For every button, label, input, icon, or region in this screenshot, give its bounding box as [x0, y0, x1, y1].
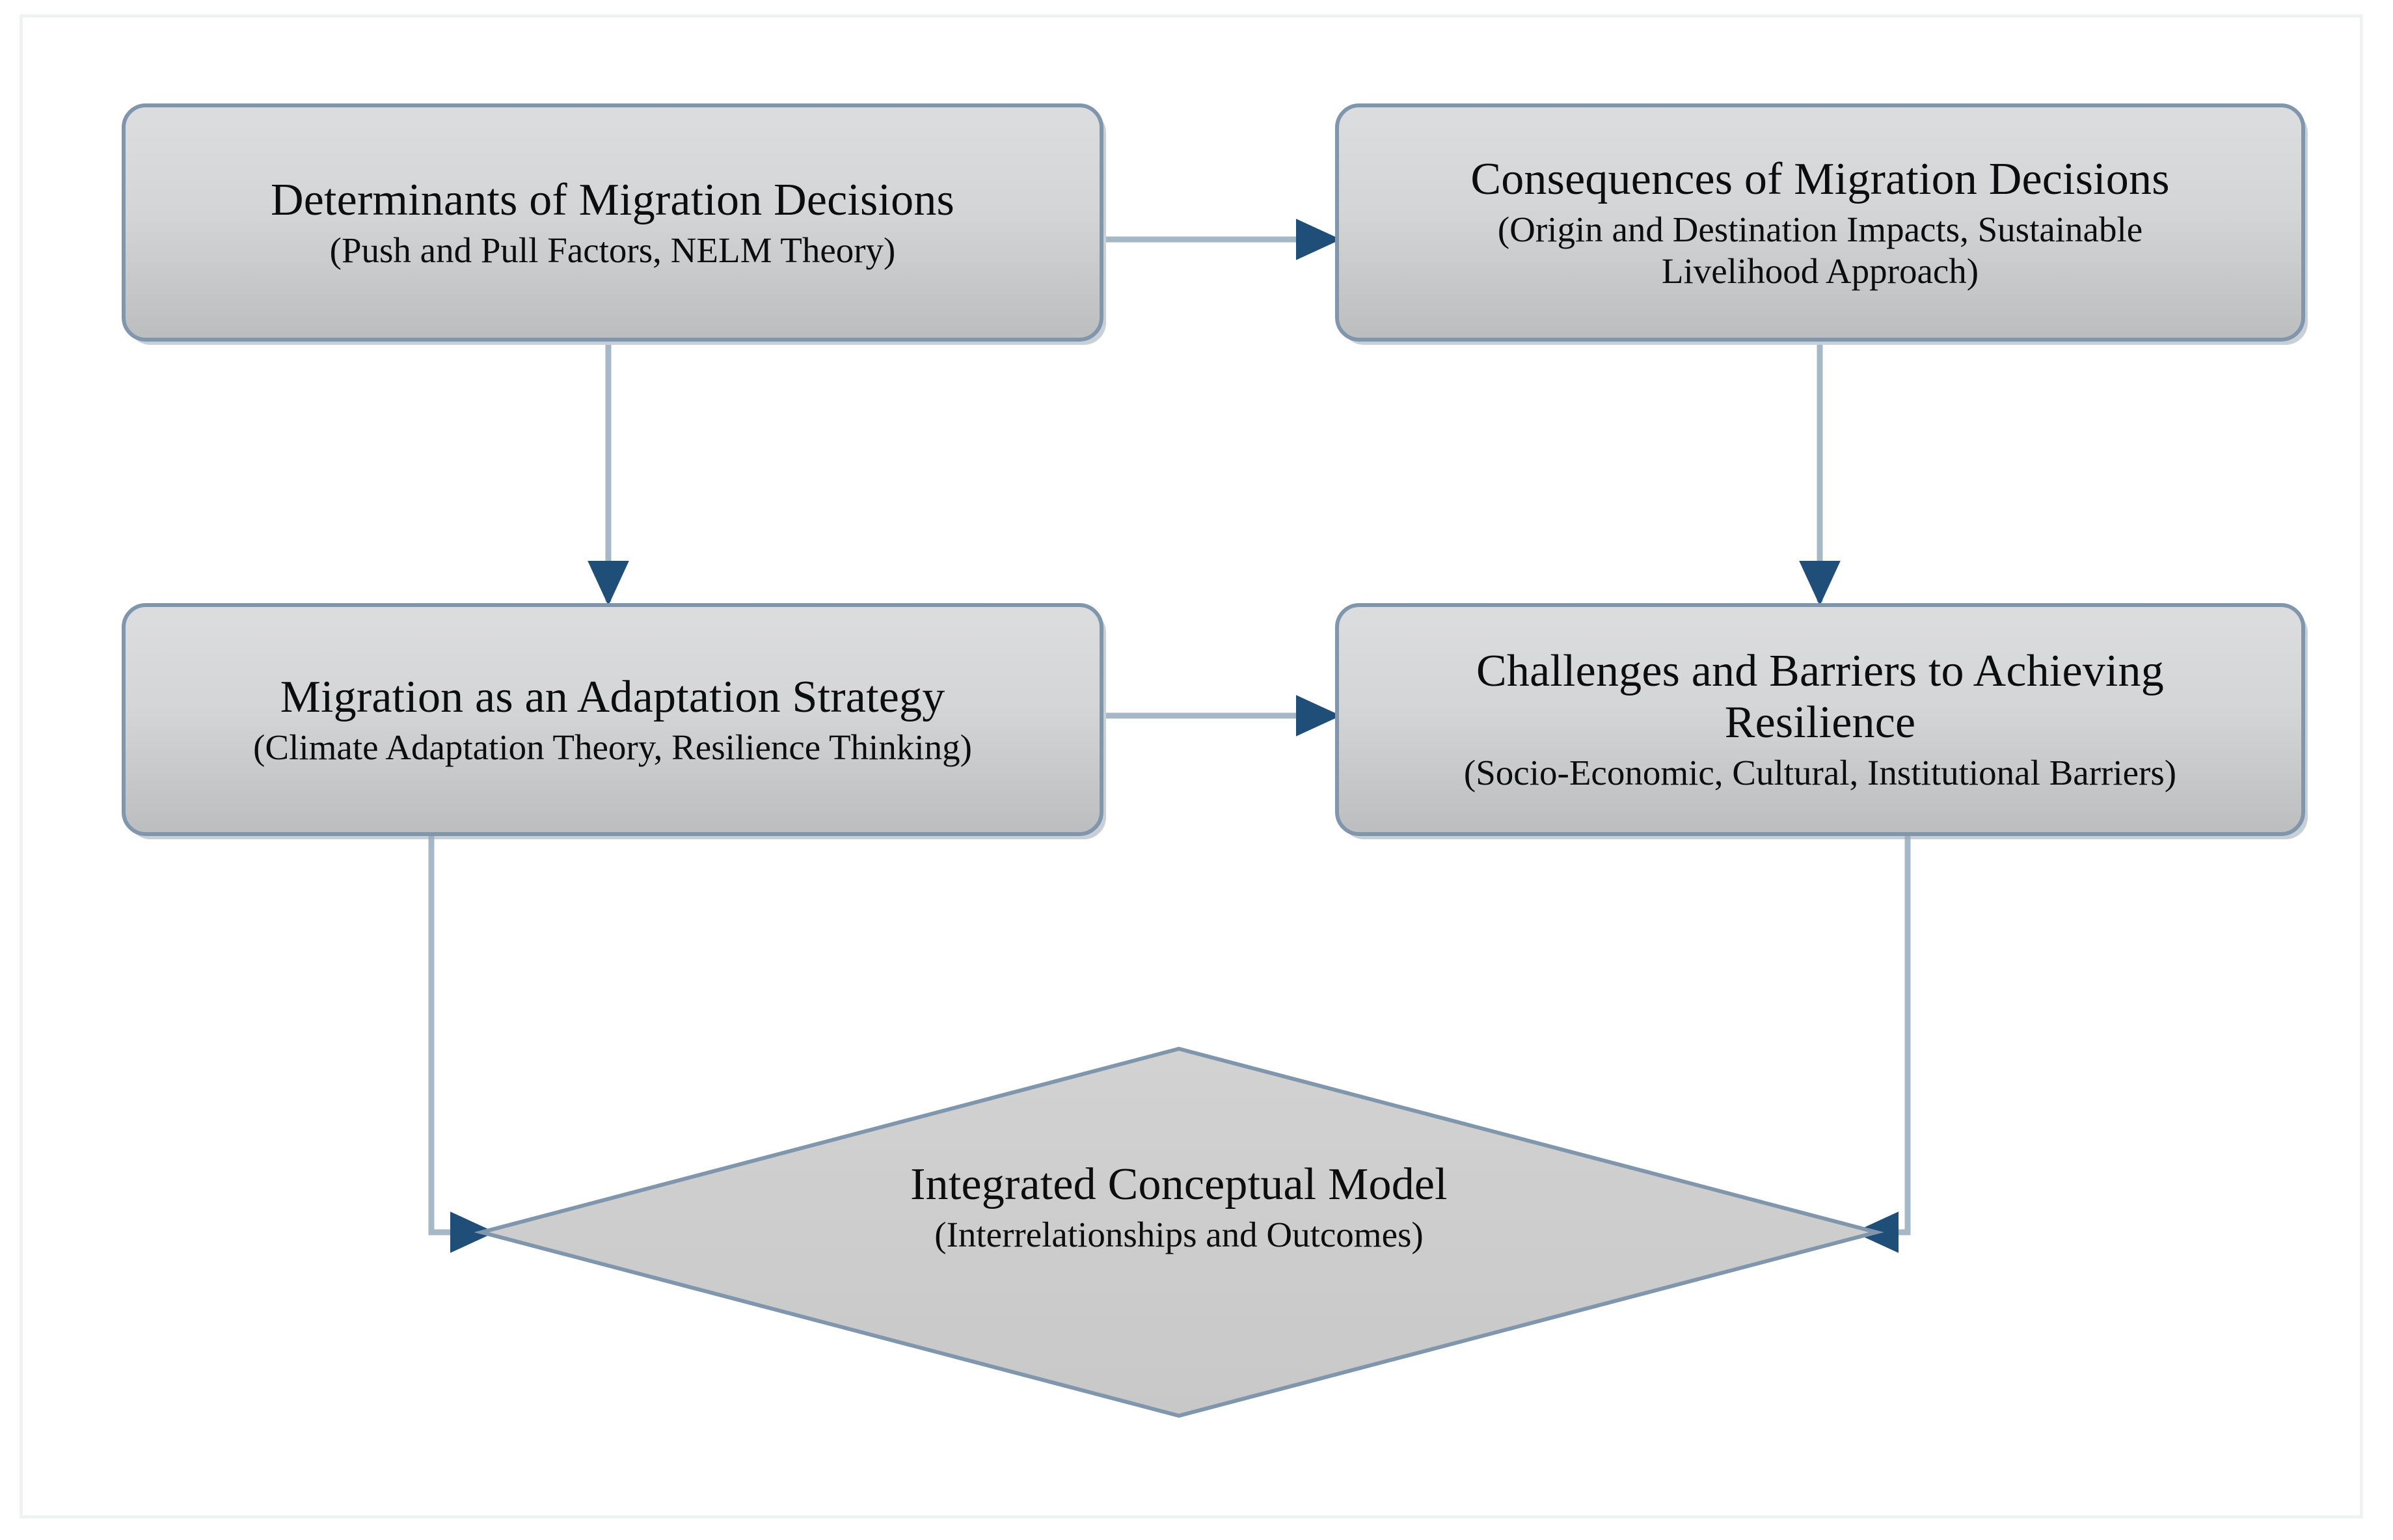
- connector-line: [428, 834, 495, 1253]
- node-adaptation[interactable]: [122, 603, 1106, 839]
- connector-adaptation-to-integrated: [428, 834, 495, 1253]
- node-body[interactable]: [474, 1046, 1884, 1418]
- node-body[interactable]: [1335, 103, 2305, 342]
- node-consequences[interactable]: [1335, 103, 2308, 345]
- connector-challenges-to-integrated: [1854, 834, 1911, 1253]
- connector-line: [1854, 834, 1911, 1253]
- node-integrated[interactable]: [474, 1046, 1884, 1418]
- node-body[interactable]: [1335, 603, 2305, 836]
- node-challenges[interactable]: [1335, 603, 2308, 839]
- node-determinants[interactable]: [122, 103, 1106, 345]
- node-body[interactable]: [122, 603, 1103, 836]
- node-body[interactable]: [122, 103, 1103, 342]
